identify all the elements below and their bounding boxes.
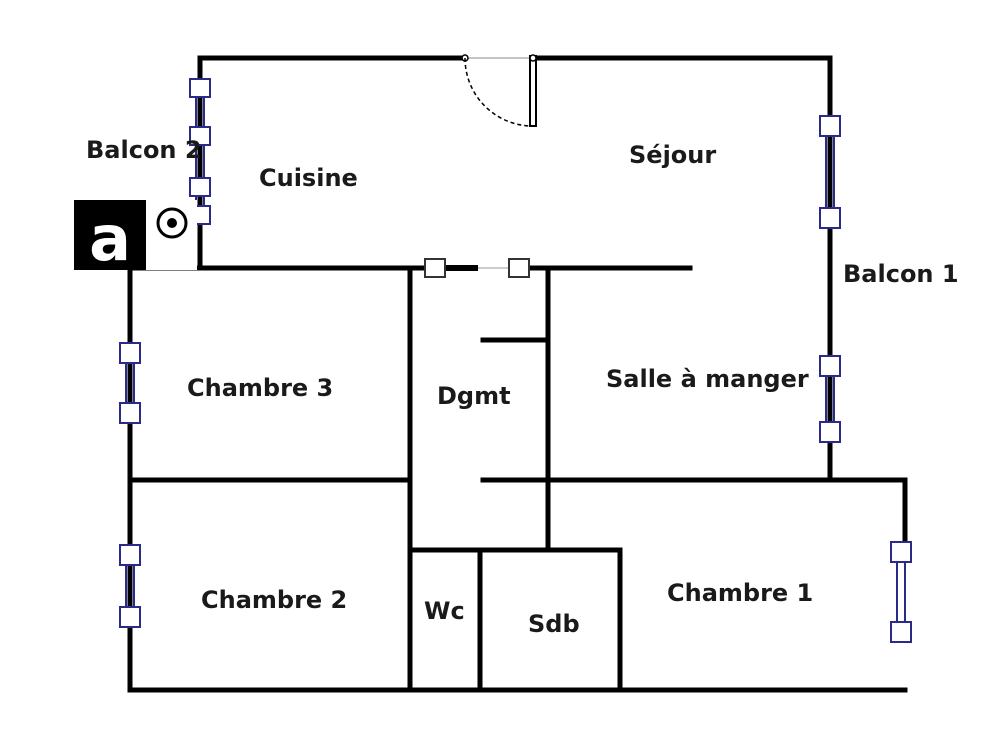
- window-chambre1: [890, 541, 912, 643]
- window-balcon2: [189, 78, 211, 225]
- inner-door: [424, 258, 530, 278]
- room-label-cuisine: Cuisine: [259, 164, 358, 192]
- walls: [127, 55, 908, 693]
- room-label-balcon1: Balcon 1: [843, 260, 959, 288]
- window-balcon1-bottom: [819, 355, 841, 443]
- room-label-dgmt: Dgmt: [437, 382, 511, 410]
- room-label-chambre2: Chambre 2: [201, 586, 348, 614]
- room-label-chambre1: Chambre 1: [667, 579, 814, 607]
- window-balcon1-top: [819, 115, 841, 229]
- room-label-sdb: Sdb: [528, 610, 580, 638]
- eye-circle-icon: [156, 207, 188, 239]
- room-label-balcon2: Balcon 2: [86, 136, 202, 164]
- window-chambre3: [119, 342, 141, 424]
- entrance-door: [461, 54, 537, 127]
- logo-letter: a: [89, 202, 131, 270]
- room-label-salle-a-manger: Salle à manger: [606, 365, 809, 393]
- room-label-chambre3: Chambre 3: [187, 374, 334, 402]
- room-label-wc: Wc: [424, 597, 465, 625]
- window-chambre2: [119, 544, 141, 628]
- room-label-sejour: Séjour: [629, 141, 717, 169]
- logo: a: [74, 200, 197, 275]
